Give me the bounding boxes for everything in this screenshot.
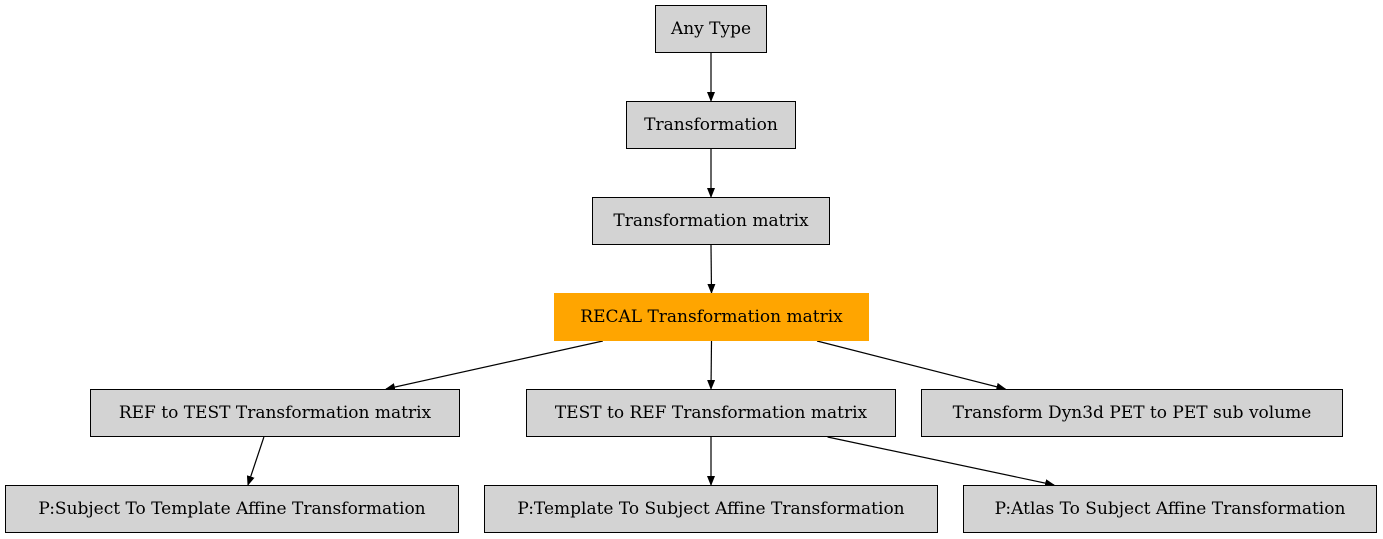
node-any-type[interactable]: Any Type [655, 5, 767, 53]
edge-recal-to-test-to-ref [707, 340, 716, 390]
node-transform-dyn3d-pet[interactable]: Transform Dyn3d PET to PET sub volume [921, 389, 1343, 437]
node-subject-to-template-affine[interactable]: P:Subject To Template Affine Transformat… [5, 485, 459, 533]
edge-test-to-ref-to-atlas-to-subject [827, 436, 1056, 488]
node-atlas-to-subject-affine[interactable]: P:Atlas To Subject Affine Transformation [963, 485, 1377, 533]
node-transformation[interactable]: Transformation [626, 101, 796, 149]
edge-recal-to-dyn3d [816, 340, 1007, 391]
node-test-to-ref-transformation-matrix[interactable]: TEST to REF Transformation matrix [526, 389, 896, 437]
edge-ref-to-test-to-subject-to-template [246, 436, 265, 486]
node-transformation-matrix[interactable]: Transformation matrix [592, 197, 830, 245]
node-ref-to-test-transformation-matrix[interactable]: REF to TEST Transformation matrix [90, 389, 460, 437]
node-template-to-subject-affine[interactable]: P:Template To Subject Affine Transformat… [484, 485, 938, 533]
edge-transformation-matrix-to-recal [707, 244, 716, 294]
node-recal-transformation-matrix[interactable]: RECAL Transformation matrix [554, 293, 869, 341]
edge-recal-to-ref-to-test [385, 340, 603, 391]
